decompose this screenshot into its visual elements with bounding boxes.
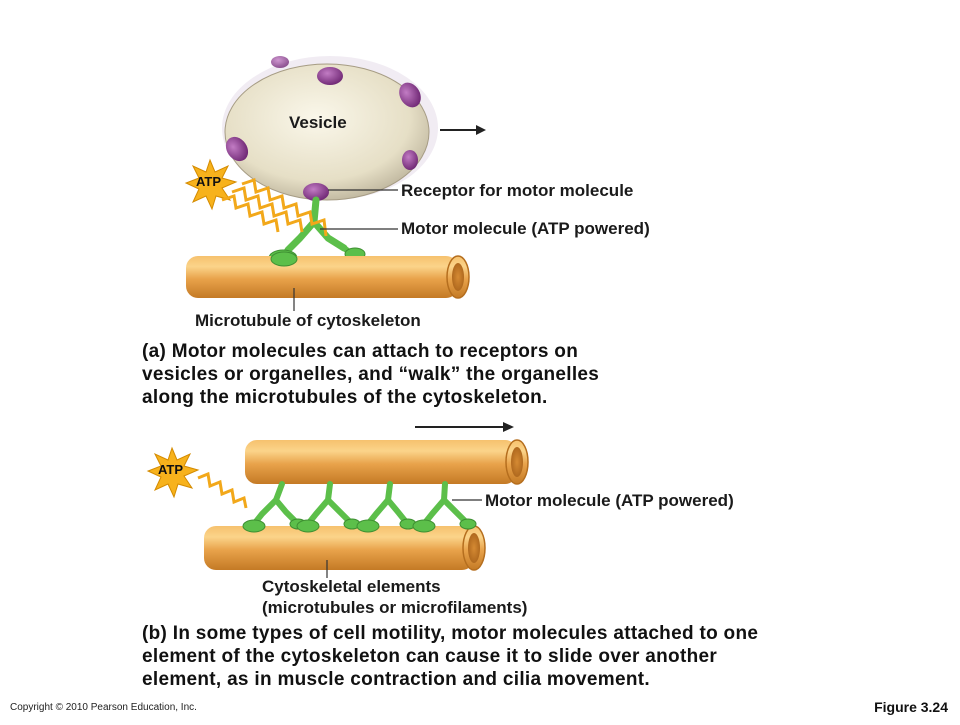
receptor-3 bbox=[225, 136, 249, 162]
atp-burst-b bbox=[146, 446, 200, 499]
microtubule-a bbox=[186, 255, 470, 299]
copyright-text: Copyright © 2010 Pearson Education, Inc. bbox=[10, 702, 197, 713]
caption-a-line-2: vesicles or organelles, and “walk” the o… bbox=[142, 364, 600, 385]
receptor-motor-attached bbox=[303, 183, 329, 201]
receptor-1 bbox=[317, 67, 343, 85]
cytoskeletal-element-bottom bbox=[204, 525, 486, 571]
vesicle-label: Vesicle bbox=[289, 113, 347, 132]
energy-zigzags-a bbox=[221, 178, 328, 237]
vesicle-receptors bbox=[225, 56, 421, 201]
elements-label: Cytoskeletal elements (microtubules or m… bbox=[262, 576, 527, 618]
caption-b: (b) In some types of cell motility, moto… bbox=[142, 622, 758, 691]
atp-label-b: ATP bbox=[158, 462, 184, 477]
motor-molecules-b bbox=[251, 481, 469, 527]
cytoskeletal-element-top bbox=[245, 439, 529, 485]
caption-a-line-3: along the microtubules of the cytoskelet… bbox=[142, 387, 548, 408]
figure-number: Figure 3.24 bbox=[874, 699, 948, 715]
caption-b-line-1: (b) In some types of cell motility, moto… bbox=[142, 623, 759, 644]
caption-b-line-3: element, as in muscle contraction and ci… bbox=[142, 669, 650, 690]
vesicle bbox=[224, 63, 430, 201]
caption-a-line-1: (a) Motor molecules can attach to recept… bbox=[142, 341, 579, 362]
direction-arrow-b bbox=[415, 422, 514, 432]
atp-burst-a bbox=[184, 158, 238, 211]
motor-label-a: Motor molecule (ATP powered) bbox=[401, 219, 650, 238]
receptor-5 bbox=[271, 56, 289, 68]
atp-label-a: ATP bbox=[196, 174, 222, 189]
receptor-label: Receptor for motor molecule bbox=[401, 181, 634, 200]
elements-label-line-1: Cytoskeletal elements bbox=[262, 577, 441, 596]
receptor-4 bbox=[402, 150, 418, 170]
motor-feet-b bbox=[242, 518, 477, 533]
caption-a: (a) Motor molecules can attach to recept… bbox=[142, 340, 599, 409]
receptor-2 bbox=[399, 82, 421, 108]
microtubule-label: Microtubule of cytoskeleton bbox=[195, 311, 421, 330]
elements-label-line-2: (microtubules or microfilaments) bbox=[262, 598, 528, 617]
motor-label-b: Motor molecule (ATP powered) bbox=[485, 491, 734, 510]
energy-zigzag-b bbox=[197, 471, 248, 509]
motor-foot-a bbox=[270, 251, 298, 267]
direction-arrow-a bbox=[440, 125, 486, 135]
caption-b-line-2: element of the cytoskeleton can cause it… bbox=[142, 646, 718, 667]
